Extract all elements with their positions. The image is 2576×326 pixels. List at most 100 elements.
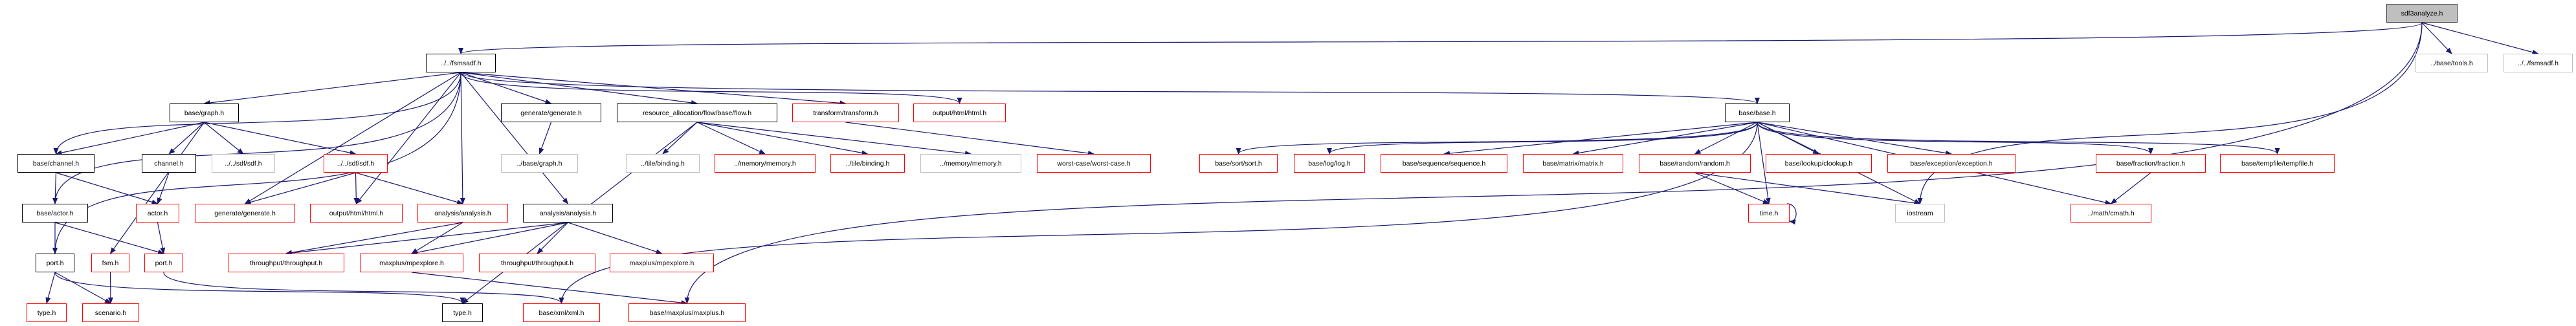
edge-transform-to-worstcase	[845, 122, 1094, 156]
node-port-black[interactable]: port.h	[36, 254, 74, 272]
node-maxplus[interactable]: base/maxplus/maxplus.h	[628, 303, 746, 322]
node-label: port.h	[155, 259, 173, 267]
node-label: analysis/analysis.h	[539, 209, 597, 217]
node-mpexplore2[interactable]: maxplus/mpexplore.h	[610, 254, 714, 272]
node-generate-black[interactable]: generate/generate.h	[501, 103, 601, 122]
node-sdf-grey[interactable]: ../../sdf/sdf.h	[212, 154, 275, 173]
node-html-red[interactable]: output/html/html.h	[310, 204, 403, 223]
node-clookup[interactable]: base/lookup/clookup.h	[1766, 154, 1872, 173]
edge-base_graph-to-fsm	[109, 122, 205, 254]
node-label: base/maxplus/maxplus.h	[649, 309, 725, 317]
node-sdf-red[interactable]: ../../sdf/sdf.h	[324, 154, 388, 173]
node-sort[interactable]: base/sort/sort.h	[1199, 154, 1278, 173]
node-analysis-black[interactable]: analysis/analysis.h	[523, 204, 613, 223]
node-label: scenario.h	[94, 309, 127, 317]
node-random[interactable]: base/random/random.h	[1639, 154, 1751, 173]
node-label: ../memory/memory.h	[940, 159, 1002, 168]
node-flow[interactable]: resource_allocation/flow/base/flow.h	[617, 103, 777, 122]
node-transform[interactable]: transform/transform.h	[792, 103, 899, 122]
node-label: ../tile/binding.h	[845, 159, 890, 168]
node-tools[interactable]: ../base/tools.h	[2415, 54, 2488, 72]
node-label: worst-case/worst-case.h	[1057, 159, 1131, 168]
node-scenario[interactable]: scenario.h	[82, 303, 139, 322]
edge-flow-to-binding_grey	[662, 122, 698, 155]
node-fsmsadf-grey[interactable]: ../../fsmsadf.h	[2504, 54, 2573, 72]
edge-analysis_red-to-mpexplore1	[411, 222, 463, 254]
node-base-channel[interactable]: base/channel.h	[17, 154, 94, 173]
edge-port_red-to-xml	[163, 272, 564, 304]
edge-sdf3analyze-to-iostream	[1917, 22, 2423, 204]
node-type-black[interactable]: type.h	[442, 303, 483, 322]
node-label: transform/transform.h	[813, 109, 878, 117]
edge-fsmsadf-to-html_top	[460, 72, 962, 104]
node-sequence[interactable]: base/sequence/sequence.h	[1381, 154, 1507, 173]
node-base-base[interactable]: base/base.h	[1725, 103, 1790, 122]
node-log[interactable]: base/log/log.h	[1294, 154, 1365, 173]
node-throughput2[interactable]: throughput/throughput.h	[479, 254, 595, 272]
edge-port_black-to-scenario	[54, 272, 111, 304]
node-time[interactable]: time.h	[1748, 204, 1790, 223]
edge-channel-to-actor	[157, 172, 170, 204]
edge-base_base-to-random	[1694, 122, 1758, 155]
node-fsmsadf[interactable]: ../../fsmsadf.h	[426, 54, 496, 72]
node-throughput1[interactable]: throughput/throughput.h	[228, 254, 344, 272]
edge-analysis_black-to-throughput2	[537, 222, 568, 254]
node-port-red[interactable]: port.h	[144, 254, 183, 272]
node-matrix[interactable]: base/matrix/matrix.h	[1523, 154, 1623, 173]
node-memory-grey[interactable]: ../memory/memory.h	[920, 154, 1021, 173]
node-cmath[interactable]: ../math/cmath.h	[2071, 204, 2151, 223]
edge-fsmsadf-to-html_red	[355, 72, 461, 204]
edge-fsmsadf-to-generate_red	[244, 72, 461, 204]
node-fraction[interactable]: base/fraction/fraction.h	[2096, 154, 2206, 173]
node-sdf3analyze[interactable]: sdf3analyze.h	[2386, 4, 2458, 23]
edge-sdf3analyze-to-maxplus	[684, 22, 2423, 304]
node-label: ../../sdf/sdf.h	[337, 159, 375, 168]
node-label: base/matrix/matrix.h	[1542, 159, 1604, 168]
edge-base_base-to-tempfile	[1757, 122, 2280, 155]
node-generate-red[interactable]: generate/generate.h	[195, 204, 295, 223]
node-base-actor[interactable]: base/actor.h	[22, 204, 88, 223]
node-label: analysis/analysis.h	[434, 209, 491, 217]
node-binding-grey[interactable]: ../tile/binding.h	[626, 154, 700, 173]
node-exception[interactable]: base/exception/exception.h	[1887, 154, 2015, 173]
node-label: base/tempfile/tempfile.h	[2241, 159, 2313, 168]
node-channel[interactable]: channel.h	[142, 154, 196, 173]
edge-sdf_red-to-html_red	[353, 172, 359, 204]
edge-generate_black-to-base_graph_grey	[539, 122, 552, 155]
edge-fsmsadf-to-generate_black	[460, 72, 552, 104]
node-type-red[interactable]: type.h	[27, 303, 67, 322]
node-label: maxplus/mpexplore.h	[379, 259, 444, 267]
node-label: base/fraction/fraction.h	[2116, 159, 2186, 168]
node-fsm[interactable]: fsm.h	[91, 254, 129, 272]
edge-base_base-to-xml	[559, 122, 1758, 304]
node-label: base/sort/sort.h	[1215, 159, 1262, 168]
edge-base_channel-to-base_actor	[52, 172, 58, 204]
node-binding-red[interactable]: ../tile/binding.h	[830, 154, 905, 173]
node-label: ../../fsmsadf.h	[2517, 59, 2559, 67]
node-label: ../memory/memory.h	[734, 159, 796, 168]
node-actor[interactable]: actor.h	[136, 204, 179, 223]
node-iostream[interactable]: iostream	[1895, 204, 1945, 223]
edge-actor-to-port_red	[157, 222, 166, 254]
node-memory-red[interactable]: ../memory/memory.h	[715, 154, 816, 173]
node-label: generate/generate.h	[214, 209, 276, 217]
node-xml[interactable]: base/xml/xml.h	[523, 303, 600, 322]
edge-random-to-time	[1694, 172, 1770, 204]
node-mpexplore1[interactable]: maxplus/mpexplore.h	[360, 254, 463, 272]
edge-base_graph-to-base_channel	[55, 122, 205, 156]
node-base-graph[interactable]: base/graph.h	[170, 103, 239, 122]
node-html-top[interactable]: output/html/html.h	[913, 103, 1006, 122]
node-label: base/lookup/clookup.h	[1784, 159, 1853, 168]
node-label: base/log/log.h	[1308, 159, 1351, 168]
node-analysis-red[interactable]: analysis/analysis.h	[417, 204, 508, 223]
node-tempfile[interactable]: base/tempfile/tempfile.h	[2220, 154, 2335, 173]
node-label: type.h	[37, 309, 56, 317]
edge-analysis_black-to-mpexplore2	[568, 222, 663, 254]
node-label: actor.h	[147, 209, 168, 217]
edge-sdf3analyze-to-fsmsadf_grey	[2421, 22, 2539, 55]
node-base-graph-grey[interactable]: ../base/graph.h	[501, 154, 578, 173]
node-worstcase[interactable]: worst-case/worst-case.h	[1037, 154, 1151, 173]
edge-base_graph-to-sdf_grey	[204, 122, 244, 155]
node-label: ../../fsmsadf.h	[440, 59, 482, 67]
